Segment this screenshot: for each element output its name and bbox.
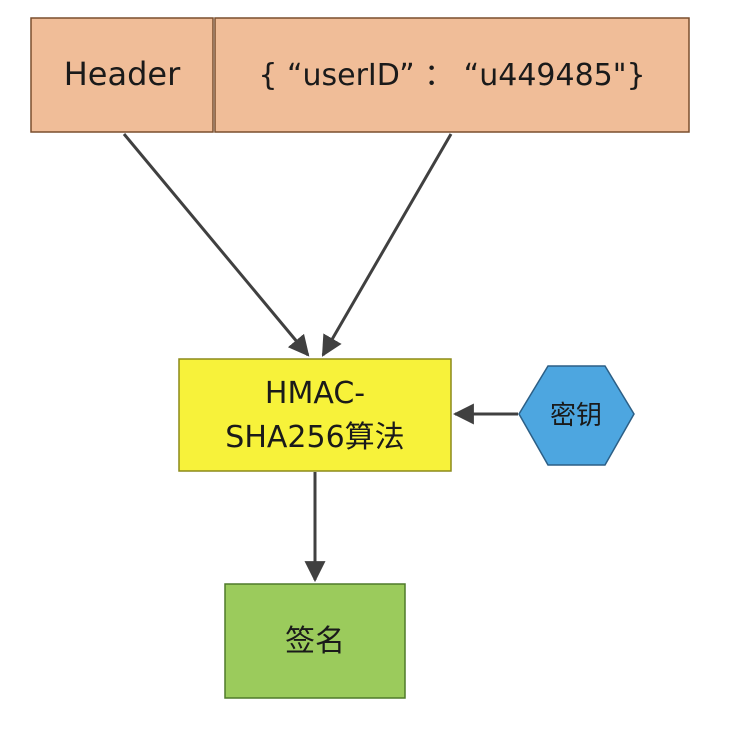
signature-box [224,583,406,699]
algorithm-node: HMAC- SHA256算法 [178,358,452,472]
payload-node: { “userID” ： “u449485"} [214,17,690,133]
algorithm-box [178,358,452,472]
algorithm-label-line1: HMAC- [265,376,365,411]
header-label: Header [64,55,181,93]
header-node: Header [30,17,214,133]
header-box [30,17,214,133]
secret-key-node: 密钥 [518,365,635,466]
payload-box [214,17,690,133]
secret-key-hexagon [518,365,635,466]
signature-node: 签名 [224,583,406,699]
algorithm-label-line2: SHA256算法 [225,420,404,455]
secret-key-label: 密钥 [550,401,602,431]
arrow-payload-to-algorithm [321,133,453,357]
arrow-header-to-algorithm [122,133,310,357]
signature-label: 签名 [285,624,345,659]
payload-label: { “userID” ： “u449485"} [258,58,645,93]
